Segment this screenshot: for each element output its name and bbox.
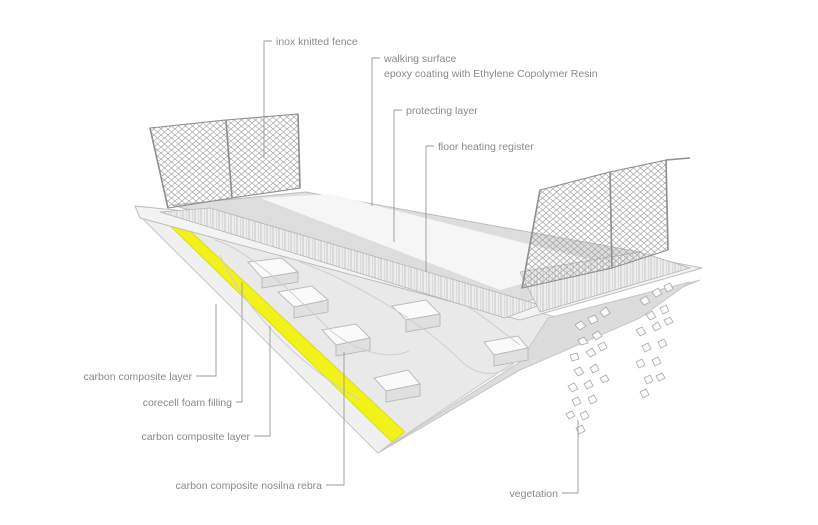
inox-fence-left [149, 113, 301, 209]
rib-arch [299, 261, 516, 374]
label-floor-heating: floor heating register [438, 141, 534, 153]
rib [483, 335, 529, 367]
rib-arch [214, 239, 411, 356]
deck [134, 191, 703, 321]
rib [246, 257, 300, 289]
labels: inox knitted fence walking surface epoxy… [83, 36, 597, 500]
leader-lines [196, 40, 579, 494]
label-vegetation: vegetation [510, 488, 559, 500]
internal-ribs [214, 239, 529, 403]
vegetation-cluster [565, 282, 674, 435]
protecting-layer-band [260, 194, 600, 290]
label-protecting-layer: protecting layer [406, 105, 478, 117]
hull-side-face [377, 281, 691, 454]
rib [373, 369, 421, 403]
label-carbon-layer-1: carbon composite layer [83, 371, 192, 383]
rib [321, 323, 372, 357]
label-carbon-ribs: carbon composite nosilna rebra [176, 480, 323, 492]
label-inox-fence: inox knitted fence [276, 36, 358, 48]
label-carbon-layer-2: carbon composite layer [141, 431, 250, 443]
label-corecell-foam: corecell foam filling [143, 397, 232, 409]
label-epoxy-coating: epoxy coating with Ethylene Copolymer Re… [384, 68, 598, 80]
rib-arch [219, 254, 361, 401]
inox-fence-right [521, 157, 691, 289]
label-walking-surface: walking surface [383, 53, 457, 65]
